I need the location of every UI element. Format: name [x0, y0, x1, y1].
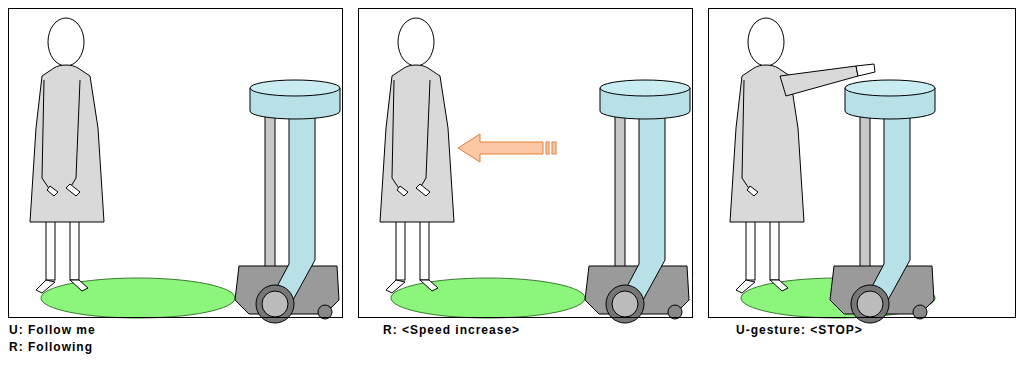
robot-figure: [830, 80, 935, 323]
caption-text: U: Follow me: [9, 322, 96, 339]
panel-frame: U-gesture: <STOP>: [708, 8, 1016, 318]
person-figure: [30, 18, 104, 293]
person-arm: [66, 80, 80, 196]
floor-spot: [41, 278, 235, 318]
person-figure: [730, 18, 804, 293]
person-figure: [380, 18, 454, 293]
caption-text: R: Following: [9, 339, 96, 356]
panel-frame: U: Follow meR: Following: [8, 8, 343, 318]
motion-arrow-tail: [552, 142, 556, 154]
caption-text: R: <Speed increase>: [383, 322, 520, 339]
robot-figure: [585, 80, 690, 323]
panel-art: [380, 18, 690, 323]
caption-text: U-gesture: <STOP>: [736, 322, 863, 339]
motion-arrow-tail: [546, 142, 549, 154]
panel-art: [730, 18, 935, 323]
person-arm: [416, 80, 430, 196]
motion-arrow: [458, 134, 543, 162]
panel-frame: R: <Speed increase>: [358, 8, 693, 318]
panel-art: [30, 18, 340, 323]
floor-spot: [391, 278, 585, 318]
robot-figure: [235, 80, 340, 323]
